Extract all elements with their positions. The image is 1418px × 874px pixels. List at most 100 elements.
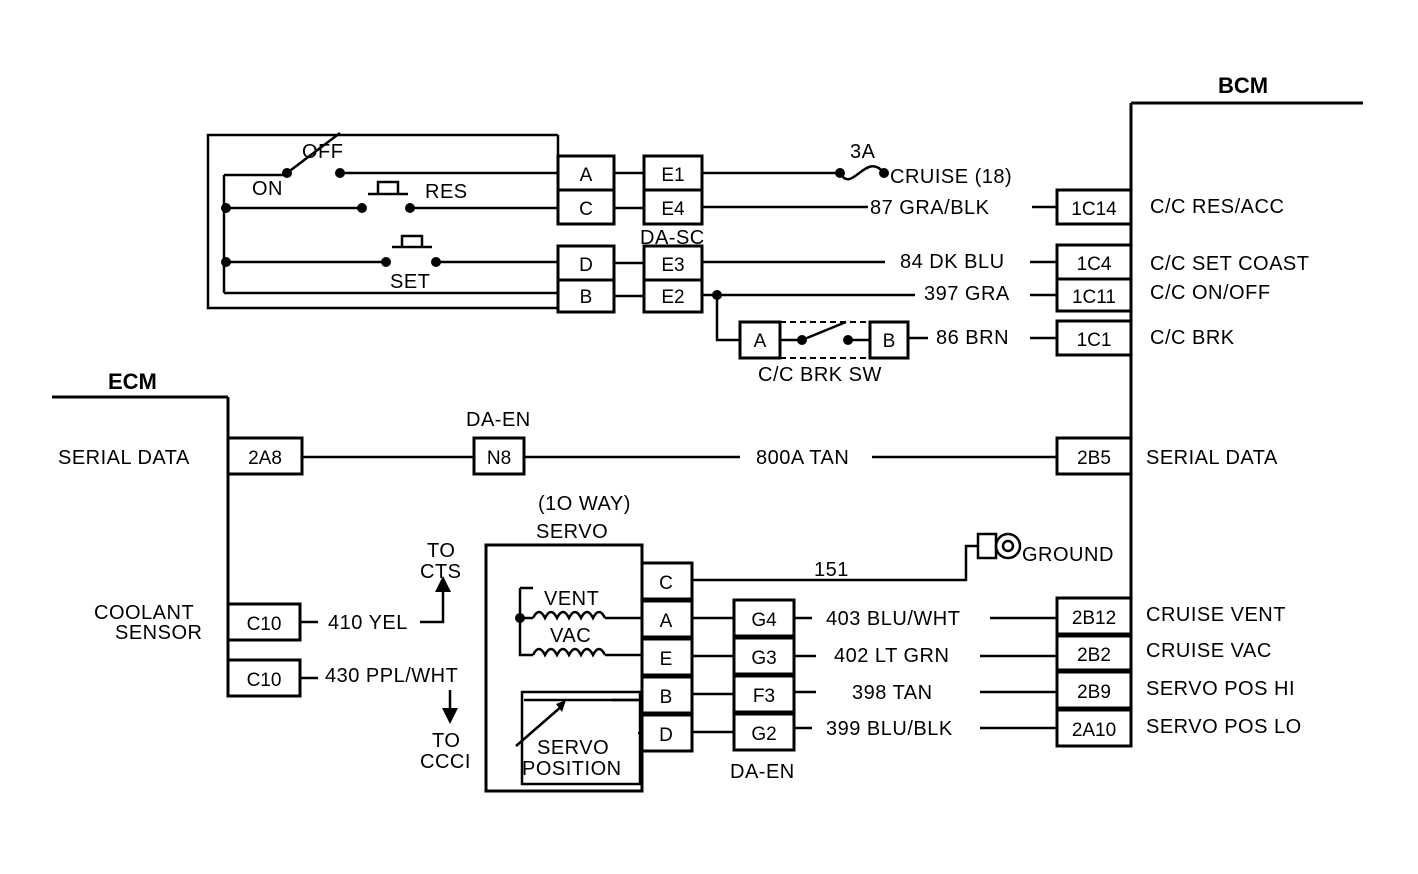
ecm-housing: ECM — [52, 369, 230, 696]
wire-87: 87 GRA/BLK — [702, 197, 1057, 219]
wire-84-label: 84 DK BLU — [900, 251, 1005, 273]
bcm-pin-2a10: 2A10 — [1072, 720, 1116, 741]
res-label: RES — [425, 181, 468, 203]
wire-87-label: 87 GRA/BLK — [870, 197, 990, 219]
wire-86-label: 86 BRN — [936, 327, 1009, 349]
servo-header-line1: (1O WAY) — [538, 493, 631, 515]
bcm-pin-2b9: 2B9 — [1077, 682, 1111, 703]
vent-label: VENT — [544, 588, 599, 610]
wire-86: 86 BRN — [908, 327, 1057, 349]
da-en-pin-f3: F3 — [753, 686, 775, 707]
connector-c: C — [579, 199, 593, 220]
ground-icon — [994, 532, 1022, 560]
bcm-pin-2b5: 2B5 — [1077, 448, 1111, 469]
connector-a: A — [580, 165, 593, 186]
servo-pin-e: E — [660, 649, 673, 670]
wire-399-label: 399 BLU/BLK — [826, 718, 953, 740]
fuse-circuit: 3A CRUISE (18) — [702, 141, 1012, 188]
da-en-bottom-connector: G4 G3 F3 G2 DA-EN — [692, 598, 796, 783]
bcm-pin-2b2: 2B2 — [1077, 645, 1111, 666]
bcm-label-servo-pos-lo: SERVO POS LO — [1146, 716, 1302, 738]
bcm-label-res-acc: C/C RES/ACC — [1150, 196, 1284, 218]
bcm-label-serial-data: SERIAL DATA — [1146, 447, 1278, 469]
wire-410-label: 410 YEL — [328, 612, 408, 634]
wire-800a-label: 800A TAN — [756, 447, 849, 469]
bcm-label-on-off: C/C ON/OFF — [1150, 282, 1271, 304]
serial-data-circuit: SERIAL DATA 2A8 N8 DA-EN 800A TAN — [58, 409, 1057, 476]
servo-position-line2: POSITION — [522, 758, 622, 780]
potentiometer-arrow-icon — [556, 700, 566, 712]
servo-pin-d: D — [659, 725, 673, 746]
switch-connectors: A C D B — [556, 154, 616, 314]
servo-pin-b: B — [660, 687, 673, 708]
bcm-pins: 1C14 C/C RES/ACC 1C4 C/C SET COAST 1C11 … — [1055, 188, 1310, 748]
to-ccci-line1: TO — [432, 730, 460, 752]
da-en-pin-g2: G2 — [751, 724, 776, 745]
servo-to-bcm-wires: 403 BLU/WHT 402 LT GRN 398 TAN 399 BLU/B… — [794, 608, 1057, 740]
bcm-label-servo-pos-hi: SERVO POS HI — [1146, 678, 1295, 700]
vac-coil-icon — [531, 647, 607, 658]
fuse-rating: 3A — [850, 141, 876, 163]
wire-398-label: 398 TAN — [852, 682, 933, 704]
ecm-pin-c10-a: C10 — [247, 614, 282, 635]
servo-header-line2: SERVO — [536, 521, 608, 543]
bcm-label-brk: C/C BRK — [1150, 327, 1235, 349]
arrow-up-icon — [435, 576, 451, 592]
coolant-sensor-circuit: COOLANT SENSOR C10 410 YEL TO CTS C10 43… — [94, 540, 471, 773]
switch-to-dasc-wires — [614, 171, 644, 298]
wire-403-label: 403 BLU/WHT — [826, 608, 960, 630]
ecm-pin-c10-b: C10 — [247, 670, 282, 691]
da-en-bottom-label: DA-EN — [730, 761, 795, 783]
coolant-label-line2: SENSOR — [115, 622, 202, 644]
wire-397-label: 397 GRA — [924, 283, 1010, 305]
arrow-down-icon — [442, 708, 458, 724]
bcm-pin-1c14: 1C14 — [1071, 199, 1117, 220]
brake-switch-label: C/C BRK SW — [758, 364, 882, 386]
bcm-pin-1c4: 1C4 — [1077, 254, 1112, 275]
wire-430-label: 430 PPL/WHT — [325, 665, 458, 687]
dasc-pin-e2: E2 — [661, 287, 684, 308]
coolant-label-line1: COOLANT — [94, 602, 194, 624]
servo-position-line1: SERVO — [537, 737, 609, 759]
da-en-pin-n8: N8 — [487, 448, 511, 469]
ground-label: GROUND — [1022, 544, 1114, 566]
bcm-pin-2b12: 2B12 — [1072, 608, 1116, 629]
bcm-pin-1c11: 1C11 — [1072, 287, 1116, 308]
da-en-pin-g3: G3 — [751, 648, 776, 669]
bcm-label-set-coast: C/C SET COAST — [1150, 253, 1310, 275]
servo-assembly: (1O WAY) SERVO C A E B D VENT VAC SERVO … — [484, 493, 694, 793]
to-cts-line1: TO — [427, 540, 455, 562]
bcm-label-cruise-vac: CRUISE VAC — [1146, 640, 1272, 662]
off-label: OFF — [302, 141, 344, 163]
brake-switch-pin-b: B — [883, 331, 896, 352]
wire-402-label: 402 LT GRN — [834, 645, 949, 667]
connector-d: D — [579, 255, 593, 276]
ground-circuit: 151 GROUND — [692, 532, 1114, 582]
wire-397: 397 GRA — [702, 283, 1057, 342]
wire-84: 84 DK BLU — [702, 251, 1057, 273]
vent-coil-icon — [531, 610, 607, 621]
bcm-housing: BCM — [1129, 73, 1363, 625]
fuse-label: CRUISE (18) — [890, 166, 1012, 188]
to-ccci-line2: CCCI — [420, 751, 471, 773]
ecm-pin-2a8: 2A8 — [248, 448, 282, 469]
bcm-pin-1c1: 1C1 — [1077, 330, 1112, 351]
to-cts-line2: CTS — [420, 561, 462, 583]
brake-switch-blade — [801, 320, 847, 342]
dasc-pin-e4: E4 — [661, 199, 685, 220]
bcm-label-cruise-vent: CRUISE VENT — [1146, 604, 1286, 626]
dasc-pin-e3: E3 — [661, 255, 684, 276]
da-sc-connector: E1 E4 DA-SC E3 E2 — [640, 154, 705, 314]
cruise-switch-assembly: OFF ON RES SET — [206, 132, 560, 310]
on-label: ON — [252, 178, 283, 200]
da-en-top-label: DA-EN — [466, 409, 531, 431]
brake-switch: A B C/C BRK SW — [738, 320, 910, 386]
dasc-label: DA-SC — [640, 227, 705, 249]
da-en-pin-g4: G4 — [751, 610, 777, 631]
ecm-label-serial-data: SERIAL DATA — [58, 447, 190, 469]
ecm-title: ECM — [108, 369, 157, 394]
set-label: SET — [390, 271, 430, 293]
vac-label: VAC — [550, 625, 591, 647]
potentiometer-wiper — [515, 705, 563, 747]
